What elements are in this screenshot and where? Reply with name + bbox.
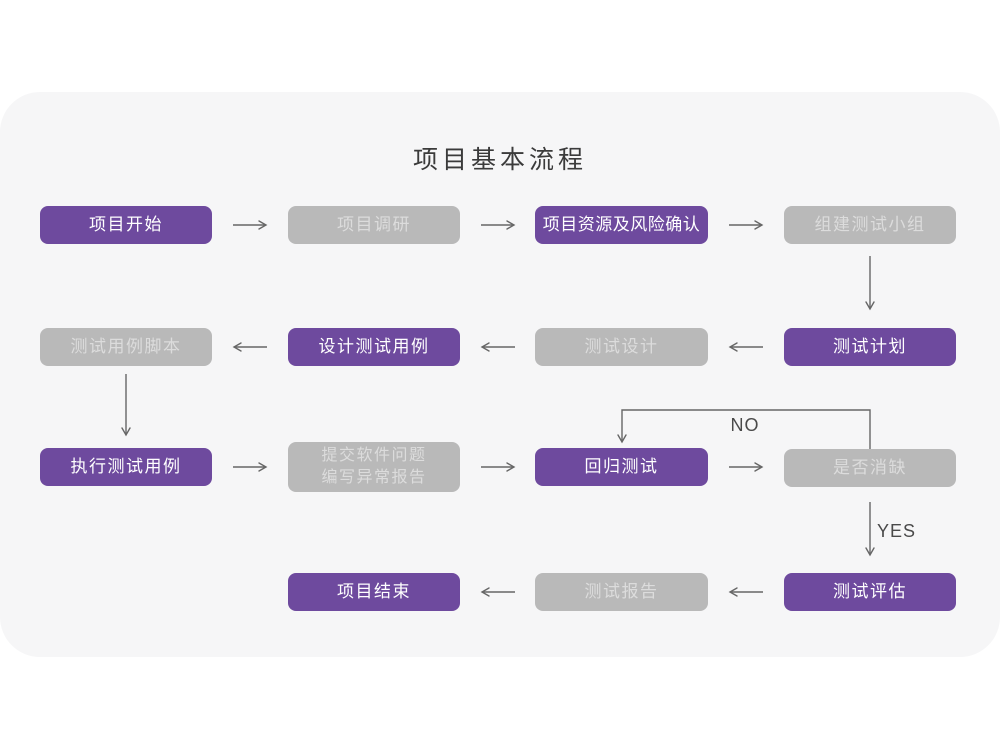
- node-test-evaluation: 测试评估: [784, 573, 956, 611]
- node-test-case-script: 测试用例脚本: [40, 328, 212, 366]
- edge-label-no: NO: [730, 415, 760, 435]
- node-project-research-label: 项目调研: [337, 215, 411, 235]
- node-test-report: 测试报告: [535, 573, 708, 611]
- node-defect-cleared-check-label: 是否消缺: [833, 458, 907, 478]
- node-test-design: 测试设计: [535, 328, 708, 366]
- node-resources-risk-confirm-label: 项目资源及风险确认: [542, 215, 701, 235]
- node-test-plan-label: 测试计划: [833, 337, 907, 357]
- flow-card: [0, 92, 1000, 657]
- node-project-start: 项目开始: [40, 206, 212, 244]
- node-defect-cleared-check: 是否消缺: [784, 449, 956, 487]
- node-test-report-label: 测试报告: [584, 582, 659, 602]
- node-test-case-script-label: 测试用例脚本: [70, 337, 182, 357]
- node-execute-test-cases: 执行测试用例: [40, 448, 212, 486]
- node-execute-test-cases-label: 执行测试用例: [70, 457, 182, 477]
- node-resources-risk-confirm: 项目资源及风险确认: [535, 206, 708, 244]
- node-project-research: 项目调研: [288, 206, 460, 244]
- node-regression-test: 回归测试: [535, 448, 708, 486]
- node-project-start-label: 项目开始: [89, 215, 163, 235]
- node-project-end: 项目结束: [288, 573, 460, 611]
- edge-label-yes: YES: [877, 521, 917, 541]
- node-submit-issues-report: 提交软件问题 编写异常报告: [288, 442, 460, 492]
- node-submit-issues-report-label: 提交软件问题 编写异常报告: [321, 446, 427, 486]
- node-test-plan: 测试计划: [784, 328, 956, 366]
- arrow-no-loop: [617, 409, 871, 449]
- node-project-end-label: 项目结束: [337, 582, 411, 602]
- node-build-test-team: 组建测试小组: [784, 206, 956, 244]
- node-design-test-cases: 设计测试用例: [288, 328, 460, 366]
- node-test-design-label: 测试设计: [584, 337, 659, 357]
- node-regression-test-label: 回归测试: [584, 457, 659, 477]
- page-title: 项目基本流程: [412, 146, 587, 174]
- node-test-evaluation-label: 测试评估: [833, 582, 907, 602]
- node-build-test-team-label: 组建测试小组: [814, 215, 926, 235]
- node-design-test-cases-label: 设计测试用例: [318, 337, 430, 357]
